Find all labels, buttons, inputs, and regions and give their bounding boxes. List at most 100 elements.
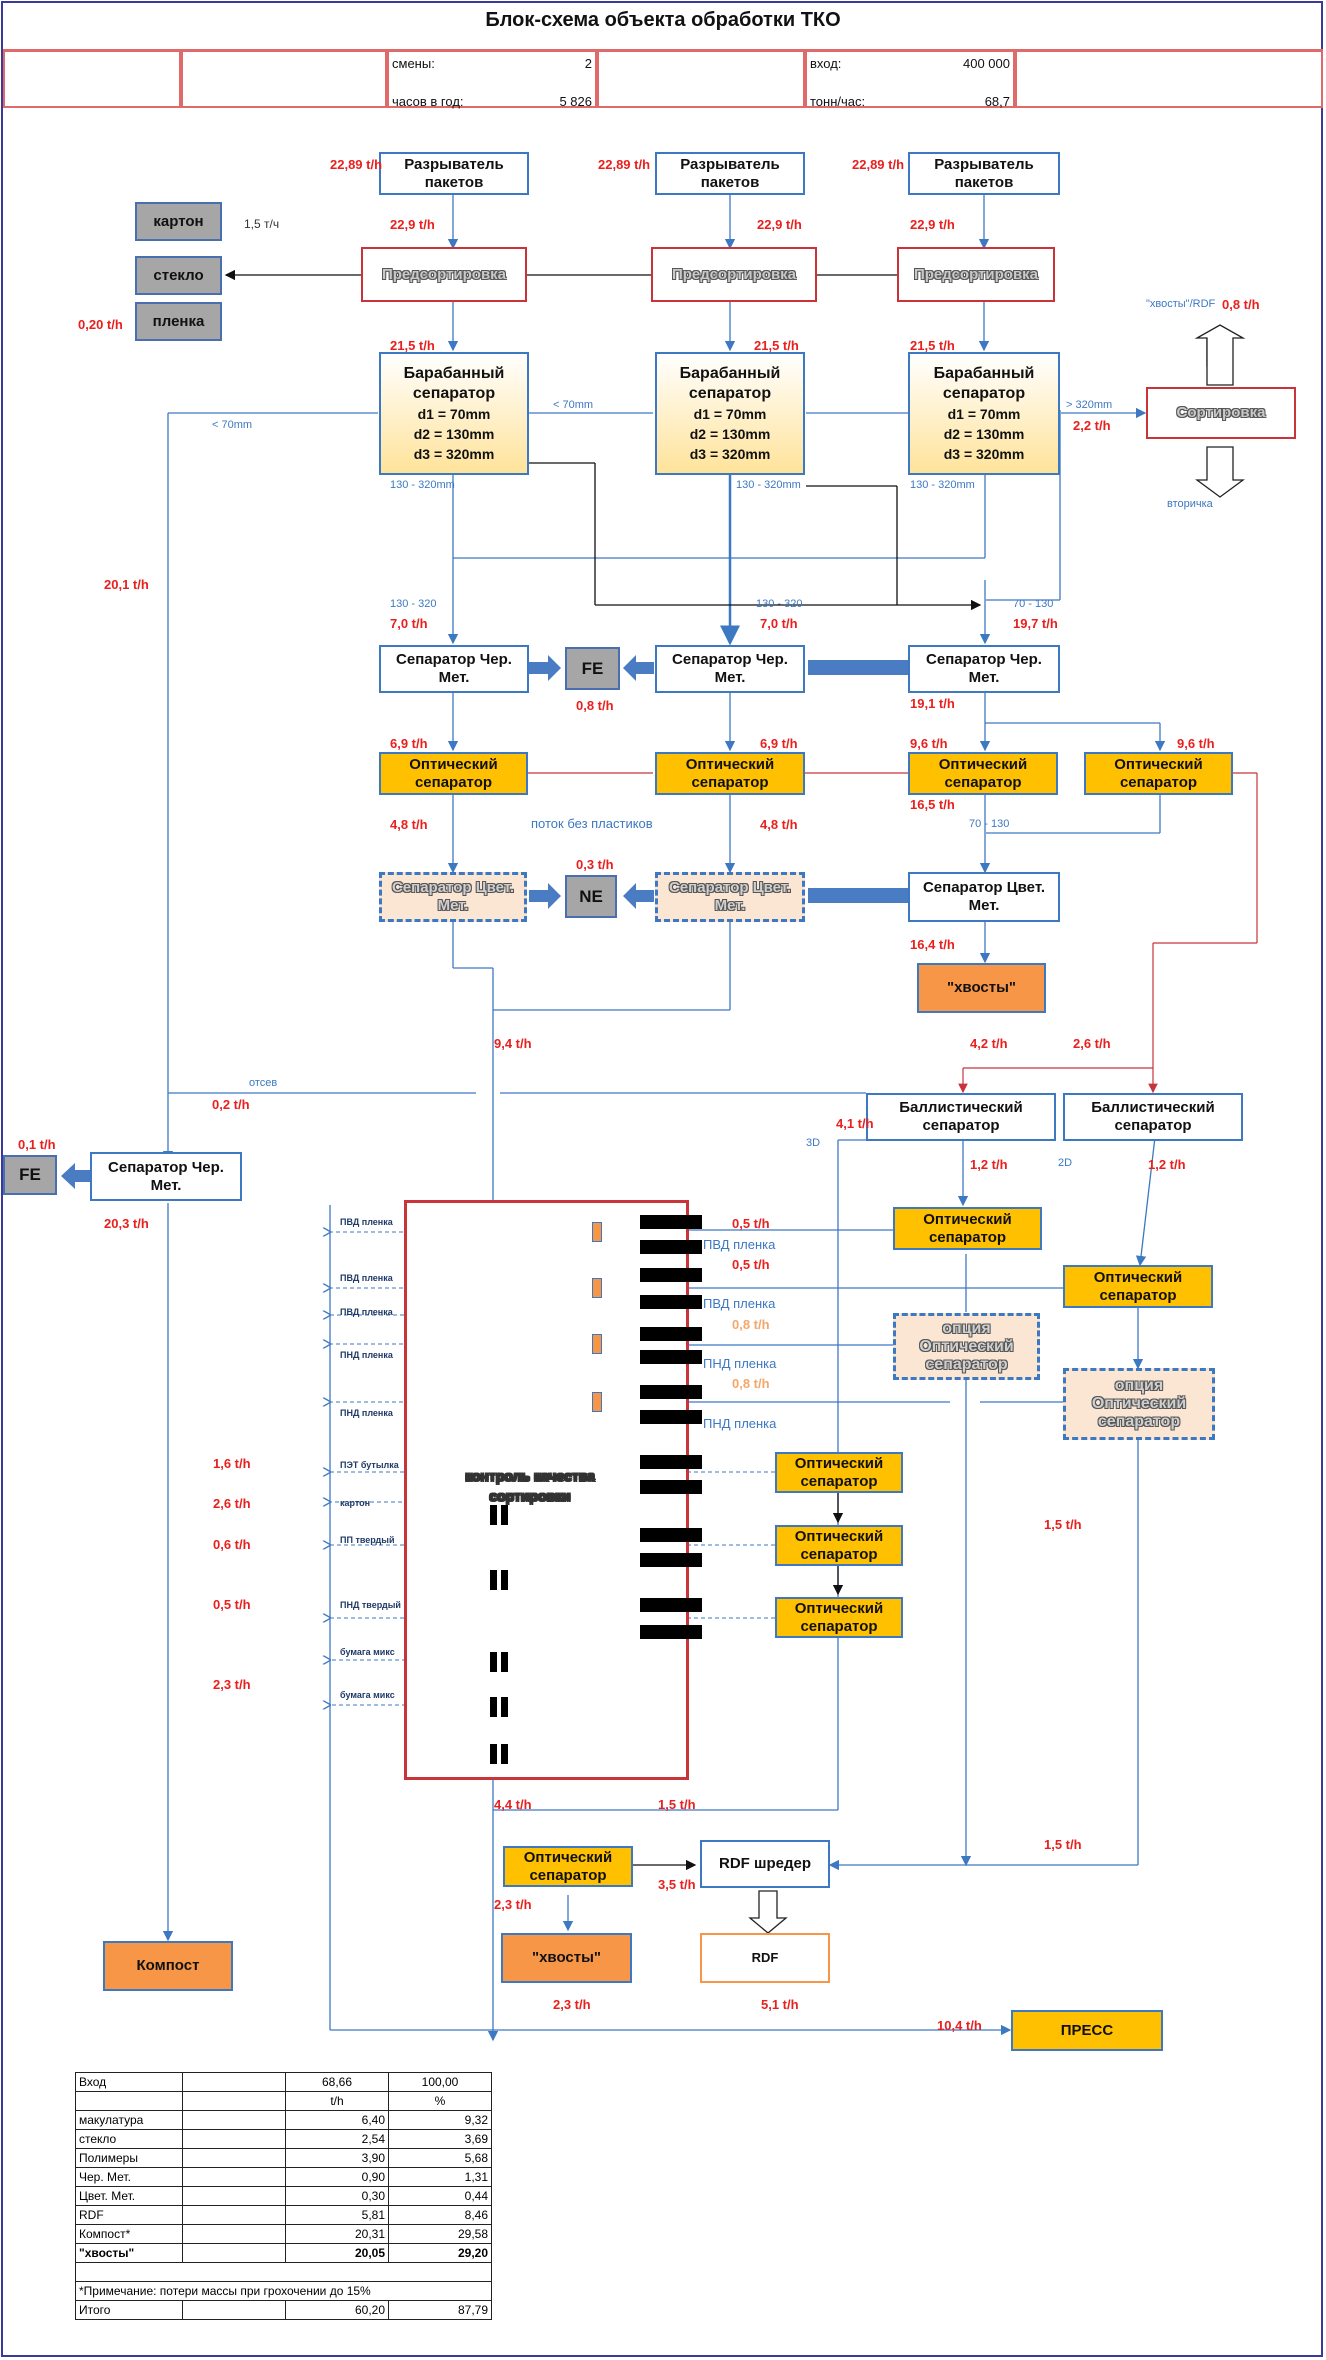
2d-label: 2D: [1058, 1157, 1073, 1169]
tails-box-1[interactable]: "хвосты": [917, 963, 1046, 1013]
table-cell: 5,81: [285, 2205, 389, 2225]
flow-label: 1,5 t/h: [1044, 1517, 1082, 1532]
ferrous-metal-box[interactable]: FE: [565, 647, 620, 690]
optical-separator-9[interactable]: Оптический сепаратор: [775, 1597, 903, 1638]
header-cell-shifts: смены: 2 часов в год: 5 826: [387, 50, 597, 109]
optical-separator-7[interactable]: Оптический сепаратор: [775, 1452, 903, 1493]
drum-line: d2 = 130mm: [943, 425, 1025, 442]
input-value: 400 000: [963, 56, 1010, 71]
ferrous-separator-3[interactable]: Сепаратор Чер. Мет.: [908, 645, 1060, 693]
optical-separator-5[interactable]: Оптический сепаратор: [893, 1207, 1042, 1250]
optical-separator-2[interactable]: Оптический сепаратор: [655, 752, 805, 795]
cardboard-box[interactable]: картон: [135, 202, 222, 241]
ferrous-separator-left[interactable]: Сепаратор Чер. Мет.: [90, 1152, 242, 1201]
flow-label: 0,8 t/h: [576, 698, 614, 713]
sorting-station: [640, 1455, 702, 1469]
table-row: Вход 68,66 100,00: [75, 2072, 492, 2092]
bag-opener-2[interactable]: Разрыватель пакетов: [655, 152, 805, 195]
drum-line: d3 = 320mm: [943, 445, 1025, 462]
drum-line: Барабанный: [933, 364, 1035, 382]
table-cell: 87,79: [388, 2300, 492, 2320]
bag-opener-3[interactable]: Разрыватель пакетов: [908, 152, 1060, 195]
optical-separator-6[interactable]: Оптический сепаратор: [1063, 1265, 1213, 1308]
drum-line: сепаратор: [942, 384, 1026, 402]
presort-1[interactable]: Предсортировка: [361, 247, 527, 302]
optical-separator-1[interactable]: Оптический сепаратор: [379, 752, 528, 795]
bin: [490, 1744, 497, 1764]
nonferrous-separator-3[interactable]: Сепаратор Цвет. Мет.: [908, 872, 1060, 922]
sorting-station: [640, 1410, 702, 1424]
optical-separator-10[interactable]: Оптический сепаратор: [503, 1846, 633, 1887]
nonferrous-metal-box[interactable]: NE: [565, 875, 617, 918]
sorting-box[interactable]: Сортировка: [1146, 387, 1296, 439]
drum-separator-2[interactable]: Барабанный сепаратор d1 = 70mm d2 = 130m…: [655, 352, 805, 475]
optical-separator-8[interactable]: Оптический сепаратор: [775, 1525, 903, 1566]
table-row: RDF 5,81 8,46: [75, 2205, 492, 2225]
flow-label-optional: 0,8 t/h: [732, 1317, 770, 1332]
tails-box-2[interactable]: "хвосты": [501, 1933, 632, 1983]
size-label: 130 - 320: [390, 598, 437, 610]
ballistic-separator-2[interactable]: Баллистический сепаратор: [1063, 1093, 1243, 1141]
presort-2[interactable]: Предсортировка: [651, 247, 817, 302]
sorting-station: [640, 1240, 702, 1254]
table-cell: стекло: [75, 2129, 183, 2149]
film-box[interactable]: пленка: [135, 302, 222, 341]
page-title: Блок-схема объекта обработки ТКО: [485, 9, 841, 31]
sorting-station: [640, 1528, 702, 1542]
size-label: 130 - 320mm: [390, 479, 455, 491]
tph-label: тонн/час:: [810, 94, 866, 109]
press-box[interactable]: ПРЕСС: [1011, 2010, 1163, 2051]
no-plastics-label: поток без пластиков: [531, 816, 653, 831]
table-cell: %: [388, 2091, 492, 2111]
ferrous-separator-2[interactable]: Сепаратор Чер. Мет.: [655, 645, 805, 693]
flow-label: 0,5 t/h: [213, 1597, 251, 1612]
table-cell: 100,00: [388, 2072, 492, 2092]
ferrous-separator-1[interactable]: Сепаратор Чер. Мет.: [379, 645, 529, 693]
flow-label: 9,6 t/h: [910, 736, 948, 751]
flow-label: 21,5 t/h: [910, 338, 955, 353]
optical-separator-3[interactable]: Оптический сепаратор: [908, 752, 1058, 795]
drum-separator-3[interactable]: Барабанный сепаратор d1 = 70mm d2 = 130m…: [908, 352, 1060, 475]
drum-separator-1[interactable]: Барабанный сепаратор d1 = 70mm d2 = 130m…: [379, 352, 529, 475]
table-cell: Чер. Мет.: [75, 2167, 183, 2187]
optional-optical-separator-2[interactable]: опция Оптический сепаратор: [1063, 1368, 1215, 1440]
flow-label: 22,9 t/h: [910, 217, 955, 232]
shifts-label: смены:: [392, 56, 435, 71]
table-row: t/h %: [75, 2091, 492, 2111]
compost-box[interactable]: Компост: [103, 1941, 233, 1991]
bag-opener-1[interactable]: Разрыватель пакетов: [379, 152, 529, 195]
glass-box[interactable]: стекло: [135, 256, 222, 295]
header-params: смены: 2 часов в год: 5 826 вход: 400 00…: [3, 50, 1323, 112]
optional-optical-separator-1[interactable]: опция Оптический сепаратор: [893, 1313, 1040, 1380]
size-label: 70 - 130: [1013, 598, 1054, 610]
flow-label-optional: 0,8 t/h: [732, 1376, 770, 1391]
optical-separator-4[interactable]: Оптический сепаратор: [1084, 752, 1233, 795]
table-row: макулатура 6,40 9,32: [75, 2110, 492, 2130]
sorting-station: [640, 1215, 702, 1229]
flow-label: 1,5 t/h: [658, 1797, 696, 1812]
table-cell: 20,31: [285, 2224, 389, 2244]
rdf-box[interactable]: RDF: [700, 1933, 830, 1983]
flow-label: 0,20 t/h: [78, 317, 123, 332]
hours-label: часов в год:: [392, 94, 464, 109]
ferrous-metal-box-left[interactable]: FE: [3, 1155, 57, 1195]
table-cell: Компост*: [75, 2224, 183, 2244]
ballistic-separator-1[interactable]: Баллистический сепаратор: [866, 1093, 1056, 1141]
flow-label: 3,5 t/h: [658, 1877, 696, 1892]
nonferrous-separator-1[interactable]: Сепаратор Цвет. Мет.: [379, 872, 527, 922]
table-cell: 9,32: [388, 2110, 492, 2130]
flow-label: 6,9 t/h: [390, 736, 428, 751]
table-cell: Полимеры: [75, 2148, 183, 2168]
stream-label: ПП твердый: [340, 1535, 395, 1545]
bin: [501, 1697, 508, 1717]
table-cell: 3,90: [285, 2148, 389, 2168]
flow-label: 6,9 t/h: [760, 736, 798, 751]
rdf-shredder-box[interactable]: RDF шредер: [700, 1840, 830, 1888]
sorting-station: [640, 1598, 702, 1612]
bin: [501, 1505, 508, 1525]
nonferrous-separator-2[interactable]: Сепаратор Цвет. Мет.: [655, 872, 805, 922]
presort-3[interactable]: Предсортировка: [897, 247, 1055, 302]
drum-line: d3 = 320mm: [413, 445, 495, 462]
table-cell: [75, 2091, 183, 2111]
